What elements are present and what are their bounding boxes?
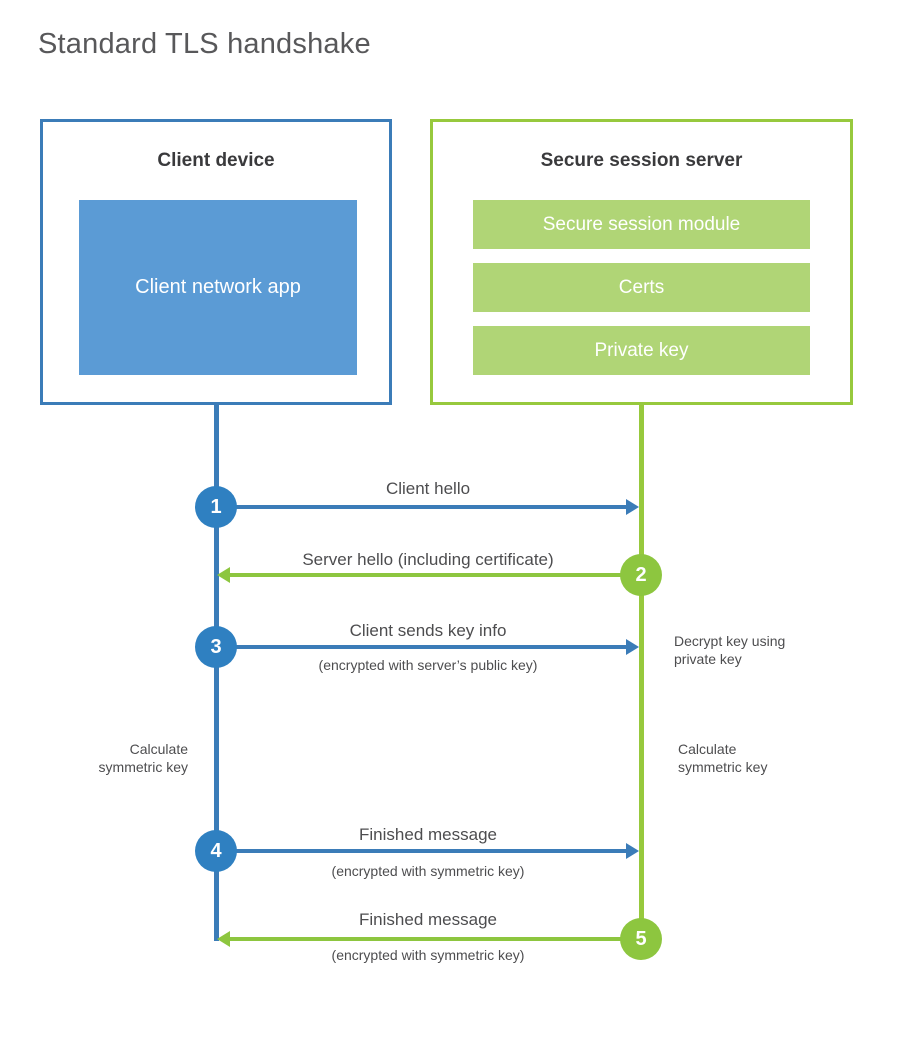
server-component-label: Secure session module xyxy=(542,213,741,235)
message-sublabel-step-5: (encrypted with symmetric key) xyxy=(331,947,525,963)
arrow-head-left-icon xyxy=(217,931,230,947)
server-component-label: Private key xyxy=(594,339,689,361)
client-network-app-block: Client network app xyxy=(79,200,357,375)
arrow-line-step-1 xyxy=(216,505,626,509)
server-lifeline xyxy=(639,404,644,941)
client-device-title: Client device xyxy=(157,150,275,171)
secure-session-server-panel: Secure session server Secure session mod… xyxy=(430,119,853,405)
message-label-step-5: Finished message xyxy=(359,910,497,929)
message-label-step-2: Server hello (including certificate) xyxy=(302,550,554,569)
arrow-head-right-icon xyxy=(626,639,639,655)
server-component-label: Certs xyxy=(618,276,665,298)
client-lifeline xyxy=(214,404,219,941)
page-title: Standard TLS handshake xyxy=(38,28,371,60)
client-device-panel: Client device Client network app xyxy=(40,119,392,405)
step-number: 2 xyxy=(635,563,647,586)
arrow-line-step-4 xyxy=(216,849,626,853)
server-component-secure-session-module: Secure session module xyxy=(473,200,810,249)
step-number: 1 xyxy=(210,495,222,518)
message-label-step-1: Client hello xyxy=(385,479,471,498)
step-number: 5 xyxy=(635,927,647,950)
message-label-step-4: Finished message xyxy=(359,825,497,844)
arrow-line-step-3 xyxy=(216,645,626,649)
client-network-app-label: Client network app xyxy=(135,276,301,298)
arrow-head-right-icon xyxy=(626,843,639,859)
annotation-decrypt-key: Decrypt key using private key xyxy=(674,633,786,667)
message-sublabel-step-4: (encrypted with symmetric key) xyxy=(331,863,525,879)
step-marker-4: 4 xyxy=(195,830,237,872)
step-marker-1: 1 xyxy=(195,486,237,528)
server-component-certs: Certs xyxy=(473,263,810,312)
step-marker-3: 3 xyxy=(195,626,237,668)
step-number: 3 xyxy=(210,635,222,658)
arrow-head-left-icon xyxy=(217,567,230,583)
annotation-calculate-symmetric-key-client: Calculate symmetric key xyxy=(98,741,188,775)
message-sublabel-step-3: (encrypted with server’s public key) xyxy=(318,657,538,673)
step-marker-5: 5 xyxy=(620,918,662,960)
secure-session-server-title: Secure session server xyxy=(540,150,743,171)
arrow-head-right-icon xyxy=(626,499,639,515)
annotation-calculate-symmetric-key-server: Calculate symmetric key xyxy=(678,741,768,775)
server-component-private-key: Private key xyxy=(473,326,810,375)
arrow-line-step-2 xyxy=(230,573,624,577)
step-number: 4 xyxy=(210,839,222,862)
message-label-step-3: Client sends key info xyxy=(349,621,507,640)
step-marker-2: 2 xyxy=(620,554,662,596)
arrow-line-step-5 xyxy=(230,937,624,941)
